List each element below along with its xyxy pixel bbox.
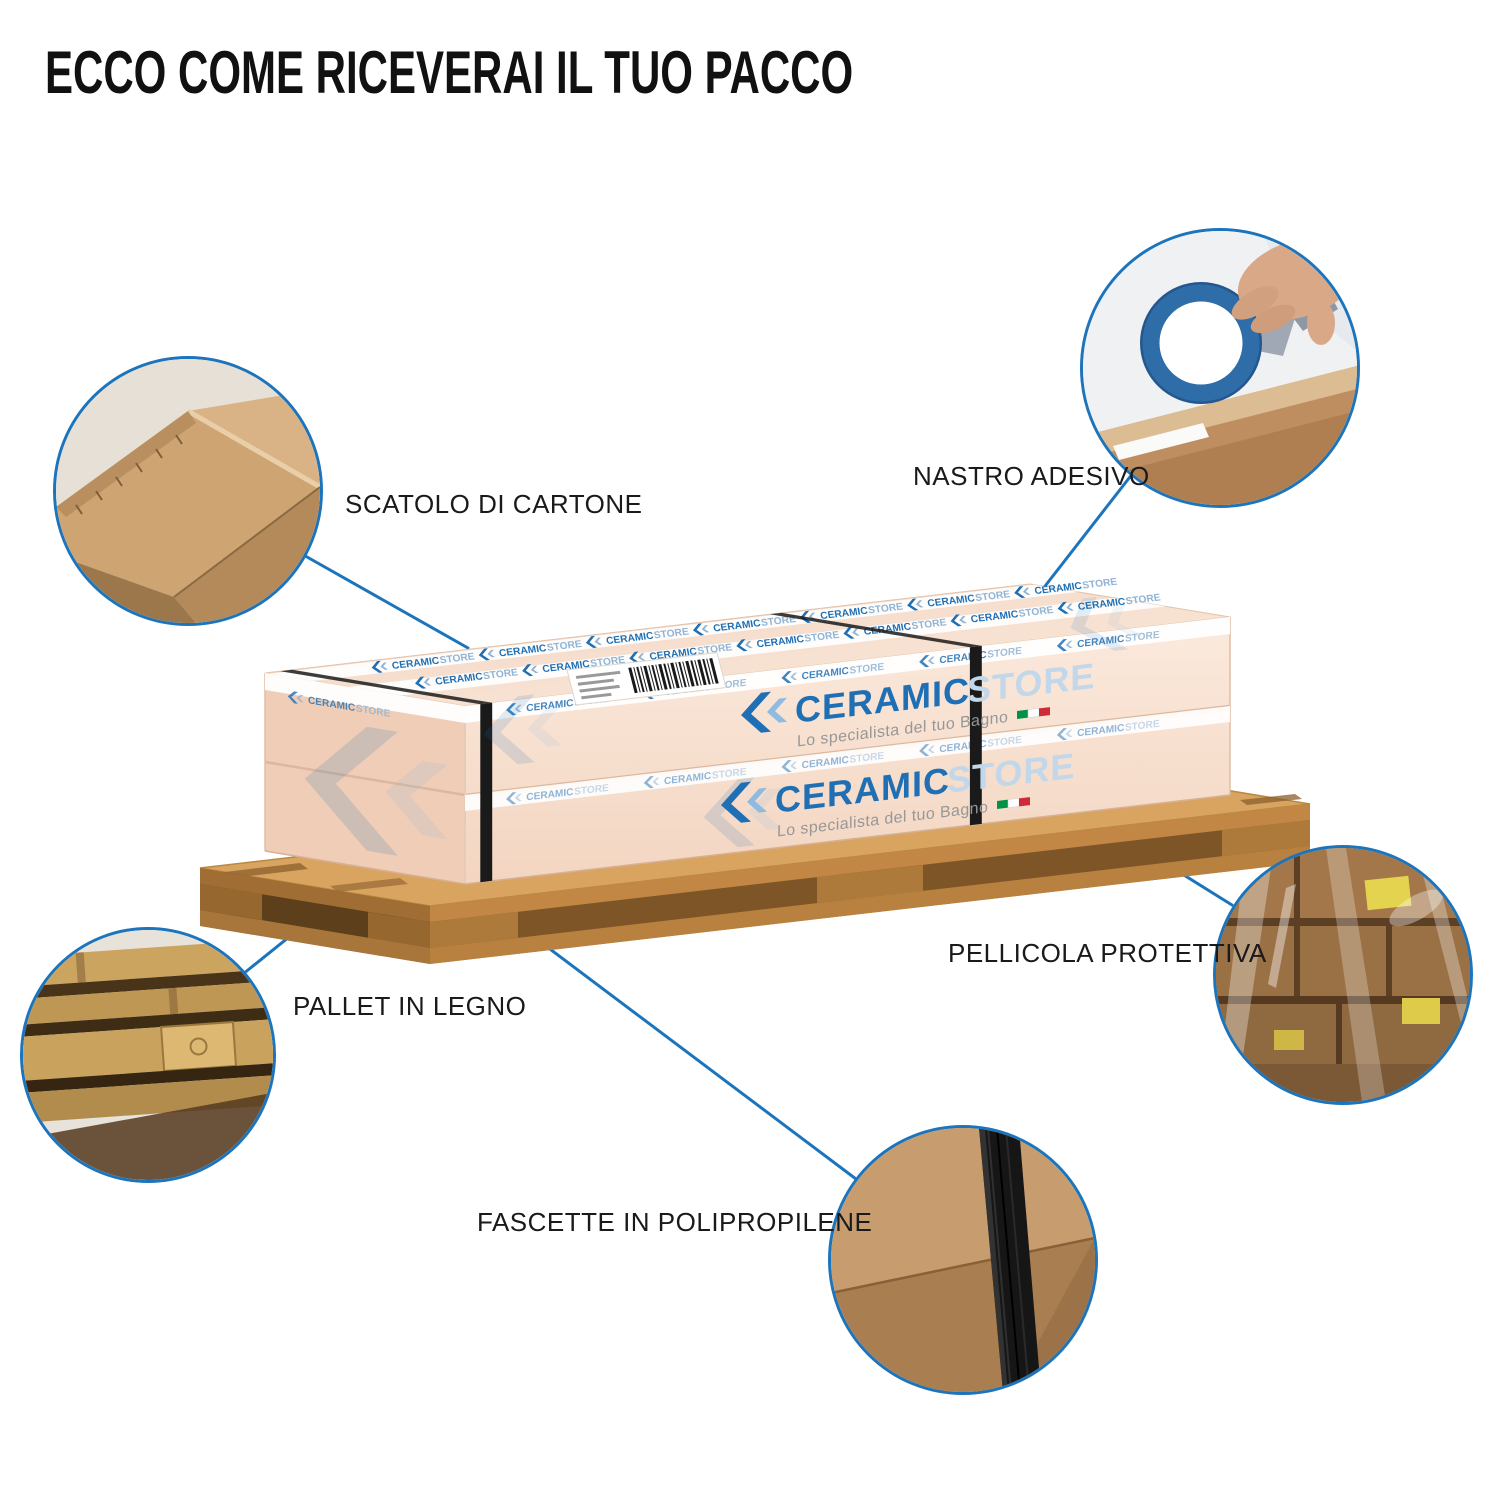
label-protective-film: PELLICOLA PROTETTIVA [948, 938, 1267, 968]
photo-tape-dispenser [1080, 228, 1360, 508]
label-polypropylene-straps: FASCETTE IN POLIPROPILENE [477, 1207, 873, 1237]
photo-wooden-pallet [20, 927, 276, 1183]
pallet-photo-art [23, 930, 273, 1180]
shipping-label-barcode [566, 651, 727, 706]
label-wooden-pallet: PALLET IN LEGNO [293, 991, 527, 1021]
branding-tape [265, 575, 1230, 811]
label-cardboard-box: SCATOLO DI CARTONE [345, 489, 643, 519]
barcode [628, 658, 719, 694]
label-adhesive-tape: NASTRO ADESIVO [913, 461, 1150, 491]
photo-cardboard-box [53, 356, 323, 626]
connector-cardboard [298, 551, 470, 650]
strap-left-front [480, 702, 493, 883]
tape-photo-art [1083, 231, 1357, 505]
strap-right-top [769, 612, 982, 648]
photo-protective-film [1213, 845, 1473, 1105]
cardboard-photo-art [56, 359, 320, 623]
photo-strap [828, 1125, 1098, 1395]
strap-left-top [280, 669, 493, 705]
page-title: ECCO COME RICEVERAI IL TUO PACCO [45, 39, 854, 106]
connector-tape [1040, 471, 1135, 592]
strap-photo-art [831, 1128, 1095, 1392]
film-photo-art [1216, 848, 1470, 1102]
